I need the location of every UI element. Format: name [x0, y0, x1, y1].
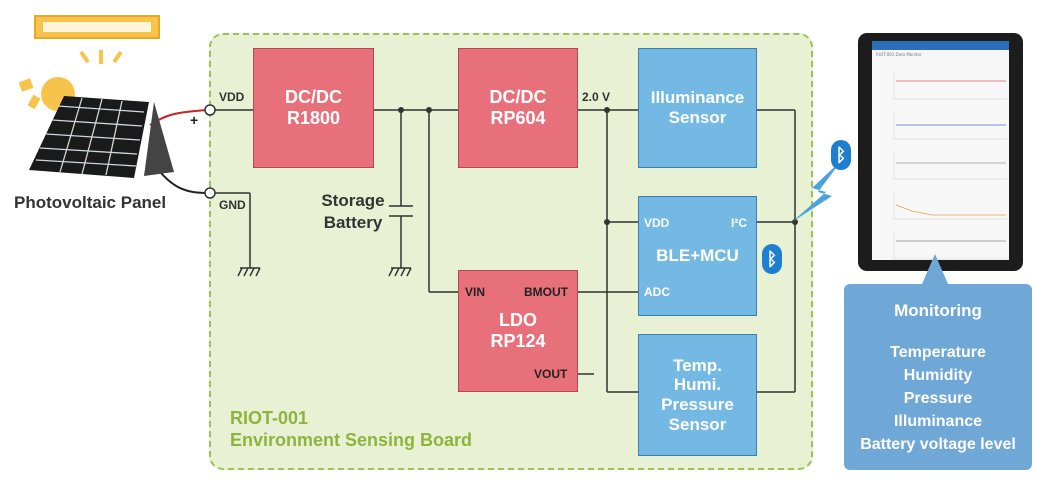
- tablet-app-title: RIOT-001 Data Monitor: [876, 52, 922, 57]
- ldo-bmout-pin: BMOUT: [524, 285, 568, 299]
- ble-mcu-label: BLE+MCU: [656, 246, 739, 266]
- temp-humi-pressure-sensor-block: Temp. Humi. Pressure Sensor: [638, 334, 757, 456]
- lamp-icon: [34, 15, 160, 64]
- vdd-label: VDD: [219, 90, 245, 104]
- monitoring-callout: Monitoring Temperature Humidity Pressure…: [844, 284, 1032, 470]
- mcu-i2c-pin: I²C: [731, 216, 747, 230]
- callout-pointer: [922, 254, 948, 284]
- tablet-graphs: [893, 71, 1007, 260]
- mcu-adc-pin: ADC: [644, 285, 670, 299]
- ble-mcu-block: BLE+MCU: [638, 196, 757, 316]
- tablet-device: RIOT-001 Data Monitor: [858, 33, 1023, 271]
- dcdc-r1800-block: DC/DC R1800: [253, 48, 374, 168]
- monitoring-list: Temperature Humidity Pressure Illuminanc…: [844, 341, 1032, 456]
- monitoring-title: Monitoring: [894, 301, 982, 320]
- bluetooth-icon: ᛒ: [831, 140, 851, 170]
- monitoring-item: Temperature: [890, 344, 986, 361]
- board-name: RIOT-001: [230, 408, 309, 428]
- voltage-label: 2.0 V: [582, 90, 611, 104]
- mcu-vdd-pin: VDD: [644, 216, 670, 230]
- tablet-app-bar: [872, 41, 1009, 50]
- ldo-vin-pin: VIN: [465, 285, 486, 299]
- monitoring-item: Humidity: [903, 367, 973, 384]
- panel-label: Photovoltaic Panel: [14, 193, 167, 212]
- monitoring-item: Pressure: [903, 390, 973, 407]
- ldo-label: LDO RP124: [490, 310, 546, 351]
- ldo-vout-pin: VOUT: [534, 367, 568, 381]
- monitoring-item: Battery voltage level: [860, 436, 1016, 453]
- board-subtitle: Environment Sensing Board: [230, 430, 473, 450]
- plus-label: +: [190, 112, 199, 128]
- tablet-screen: RIOT-001 Data Monitor: [872, 41, 1009, 260]
- solar-panel-icon: [29, 96, 174, 178]
- dcdc-rp604-block: DC/DC RP604: [458, 48, 578, 168]
- storage-battery-label: Storage Battery: [321, 191, 385, 233]
- monitoring-item: Illuminance: [893, 413, 983, 430]
- bluetooth-icon: ᛒ: [762, 244, 782, 274]
- illuminance-sensor-block: Illuminance Sensor: [638, 48, 757, 168]
- ldo-rp124-block: LDO RP124: [458, 270, 578, 392]
- gnd-label: GND: [219, 198, 246, 212]
